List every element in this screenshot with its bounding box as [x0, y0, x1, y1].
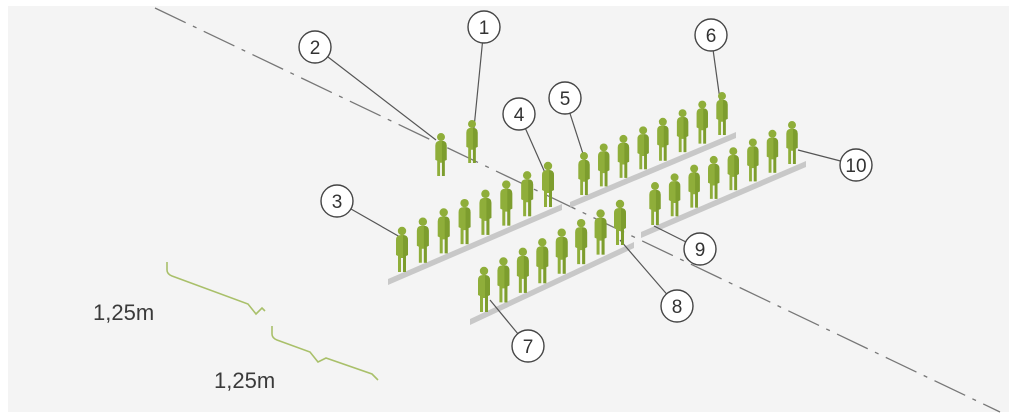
row-9-10-figure [766, 129, 779, 173]
row-9-10-figure [649, 182, 661, 225]
spacing-bracket-lower [271, 326, 379, 381]
numbered-circle-icon [467, 10, 501, 44]
row-7-8-figure [614, 199, 626, 245]
row-3-4-figure [396, 226, 408, 272]
row-9-10-figure [727, 147, 739, 191]
row-3-4-figure [458, 198, 471, 245]
numbered-circle-icon [511, 329, 545, 363]
row-7-8-shadow [470, 242, 634, 325]
row-3-4-figure [542, 161, 554, 207]
row-5-6-figure [657, 117, 669, 161]
marker-5-label: 5 [560, 89, 571, 110]
row-5-6-figure [617, 134, 630, 178]
row-7-8-figure [555, 228, 568, 274]
marker-1: 1 [467, 10, 501, 44]
row-9-10-figure [786, 121, 798, 164]
row-5-6-figure [637, 126, 649, 170]
row-5-6-shadow [570, 132, 736, 208]
marker-2-label: 2 [310, 38, 321, 59]
marker-9: 9 [683, 232, 717, 266]
row-7-8-figure [594, 209, 607, 255]
numbered-circle-icon [320, 184, 354, 218]
numbered-circle-icon [839, 148, 873, 182]
marker-6-label: 6 [706, 26, 717, 47]
figure-2 [435, 133, 447, 176]
spacing-bracket-upper [166, 262, 266, 316]
row-5-6-figure [598, 143, 610, 187]
row-7-8-figure [575, 218, 588, 265]
marker-3-label: 3 [332, 192, 343, 213]
numbered-circle-icon [660, 289, 694, 323]
marker-9-label: 9 [695, 240, 706, 261]
marker-6: 6 [694, 18, 728, 52]
row-3-4-figure [416, 217, 429, 263]
numbered-circle-icon [683, 232, 717, 266]
row-9-10-figure [668, 173, 681, 217]
row-3-4-figure [437, 208, 450, 254]
marker-7: 7 [511, 329, 545, 363]
row-9-10-figure [747, 138, 759, 182]
spacing-label-lower: 1,25m [214, 368, 275, 393]
row-7-8-figure [516, 247, 529, 293]
marker-4-label: 4 [514, 105, 525, 126]
row-5-6-figure [696, 100, 708, 144]
row-9-10-figure [708, 155, 720, 199]
row-7-8-figure [536, 238, 549, 284]
marker-7-label: 7 [523, 337, 534, 358]
figure-1 [466, 120, 478, 163]
marker-1-label: 1 [479, 18, 490, 39]
row-7-8-figure [478, 266, 490, 312]
row-5-6-figure [676, 109, 689, 153]
row-3-4-figure [479, 189, 492, 235]
marker-8-label: 8 [672, 297, 683, 318]
marker-8: 8 [660, 289, 694, 323]
row-3-4-figure [500, 180, 513, 226]
row-3-4-figure [521, 171, 534, 217]
marker-2-leader [314, 46, 437, 141]
spacing-label-upper: 1,25m [93, 300, 154, 325]
marker-2: 2 [298, 30, 332, 64]
row-3-4-shadow [388, 204, 562, 285]
numbered-circle-icon [694, 18, 728, 52]
marker-5: 5 [548, 81, 582, 115]
marker-4: 4 [502, 97, 536, 131]
row-5-6-figure [578, 152, 590, 195]
row-7-8-figure [497, 257, 510, 303]
marker-10-label: 10 [845, 156, 866, 177]
marker-1-leader [473, 26, 485, 129]
numbered-circle-icon [502, 97, 536, 131]
row-9-10-shadow [641, 161, 806, 238]
marker-3: 3 [320, 184, 354, 218]
numbered-circle-icon [548, 81, 582, 115]
row-9-10-figure [688, 164, 700, 208]
center-axis-line [154, 7, 1001, 413]
row-5-6-figure [716, 92, 728, 135]
marker-10: 10 [839, 148, 873, 182]
numbered-circle-icon [298, 30, 332, 64]
